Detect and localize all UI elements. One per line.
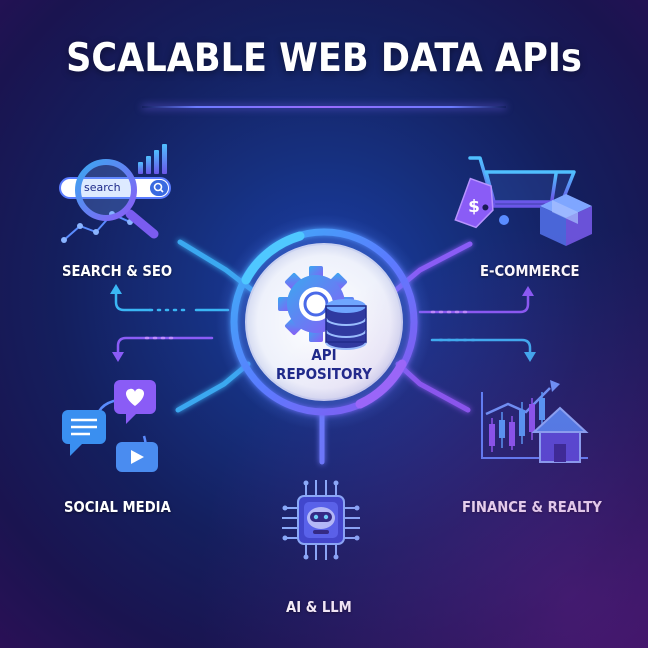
finance-illustration (481, 380, 589, 463)
social-illustration (62, 380, 158, 472)
chat-bubble-icon (62, 410, 106, 456)
title-divider (142, 106, 506, 108)
hub-label: API REPOSITORY (261, 346, 387, 384)
page-title: SCALABLE WEB DATA APIs (66, 36, 582, 81)
play-icon (116, 442, 158, 472)
label-ecommerce: E-COMMERCE (480, 262, 580, 280)
magnifier-icon (75, 159, 159, 239)
hub-label-line2: REPOSITORY (276, 365, 372, 383)
candlestick-chart-icon (489, 392, 545, 452)
search-illustration (59, 144, 171, 243)
label-search-seo: SEARCH & SEO (62, 262, 173, 280)
left-flow-arrows (110, 284, 230, 362)
bar-chart-icon (138, 144, 167, 174)
ecommerce-illustration: $ (454, 156, 592, 246)
label-social-media: SOCIAL MEDIA (64, 498, 171, 516)
house-icon (531, 406, 589, 463)
robot-chip-icon (282, 480, 360, 560)
database-icon (325, 299, 367, 350)
search-box-text: search (84, 181, 121, 194)
package-box-icon (540, 194, 592, 246)
price-tag-symbol: $ (468, 197, 480, 217)
price-tag-icon (454, 177, 494, 229)
label-finance-realty: FINANCE & REALTY (462, 498, 602, 516)
heart-icon (114, 380, 156, 424)
label-ai-llm: AI & LLM (286, 598, 352, 616)
hub-label-line1: API (311, 346, 337, 364)
search-box (59, 177, 171, 199)
right-flow-arrows (418, 286, 536, 362)
